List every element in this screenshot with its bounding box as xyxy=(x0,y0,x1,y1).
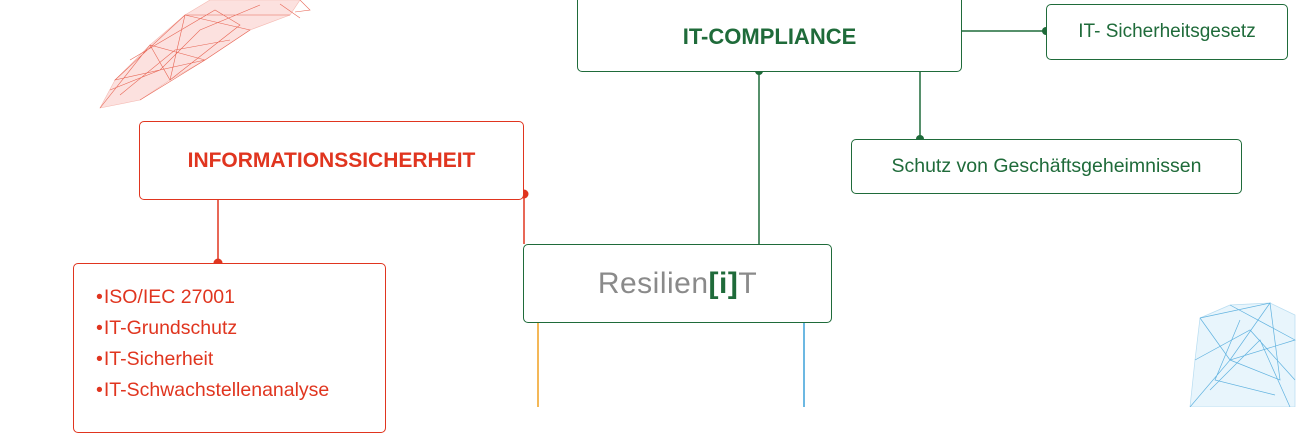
it-compliance-node: IT-COMPLIANCE xyxy=(577,0,962,72)
connector-lines xyxy=(99,0,1296,407)
list-item: IT-Grundschutz xyxy=(96,313,329,344)
list-item: ISO/IEC 27001 xyxy=(96,282,329,313)
it-compliance-label: IT-COMPLIANCE xyxy=(682,24,857,49)
informationssicherheit-label: INFORMATIONSSICHERHEIT xyxy=(187,148,476,172)
informationssicherheit-list-node: ISO/IEC 27001 IT-Grundschutz IT-Sicherhe… xyxy=(73,263,386,433)
brand-logo: Resilien[i]T xyxy=(598,267,757,301)
brand-prefix: Resilien xyxy=(597,266,709,300)
it-sicherheitsgesetz-node: IT- Sicherheitsgesetz xyxy=(1046,4,1288,60)
it-sicherheitsgesetz-label: IT- Sicherheitsgesetz xyxy=(1078,21,1256,42)
blue-polygon-mesh-illustration xyxy=(1189,302,1296,407)
schutz-node: Schutz von Geschäftsgeheimnissen xyxy=(851,139,1242,194)
list-item: IT-Schwachstellenanalyse xyxy=(96,375,329,406)
red-polygon-mesh-illustration xyxy=(99,0,311,109)
brand-suffix: T xyxy=(738,266,758,300)
brand-accent: [i] xyxy=(708,266,739,300)
informationssicherheit-node: INFORMATIONSSICHERHEIT xyxy=(139,121,524,200)
list-item: IT-Sicherheit xyxy=(96,344,329,375)
schutz-label: Schutz von Geschäftsgeheimnissen xyxy=(891,155,1202,177)
standards-list: ISO/IEC 27001 IT-Grundschutz IT-Sicherhe… xyxy=(96,282,329,406)
brand-logo-node: Resilien[i]T xyxy=(523,244,832,323)
